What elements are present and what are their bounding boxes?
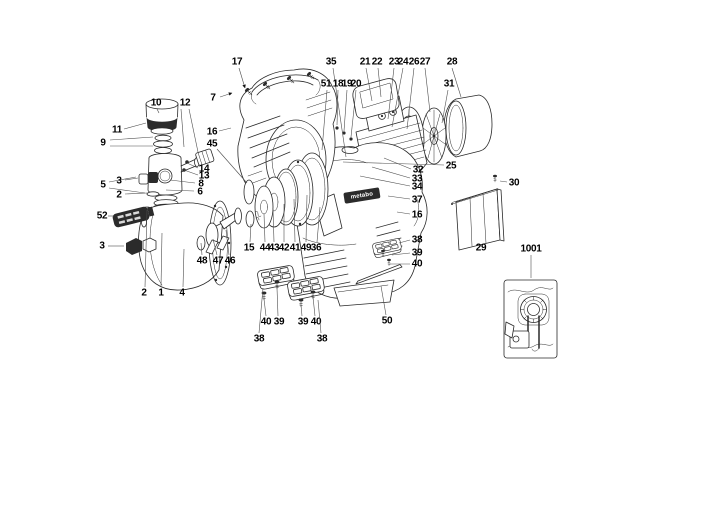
blade-part-drawing — [355, 264, 403, 285]
metabo-logo: metabo — [350, 191, 373, 200]
impeller-diffuser-stack-drawing — [243, 152, 343, 237]
prefilter-and-tank-drawing — [112, 98, 232, 291]
panel-part-drawing — [451, 174, 505, 251]
wiring-diagram-card-drawing — [503, 279, 558, 359]
